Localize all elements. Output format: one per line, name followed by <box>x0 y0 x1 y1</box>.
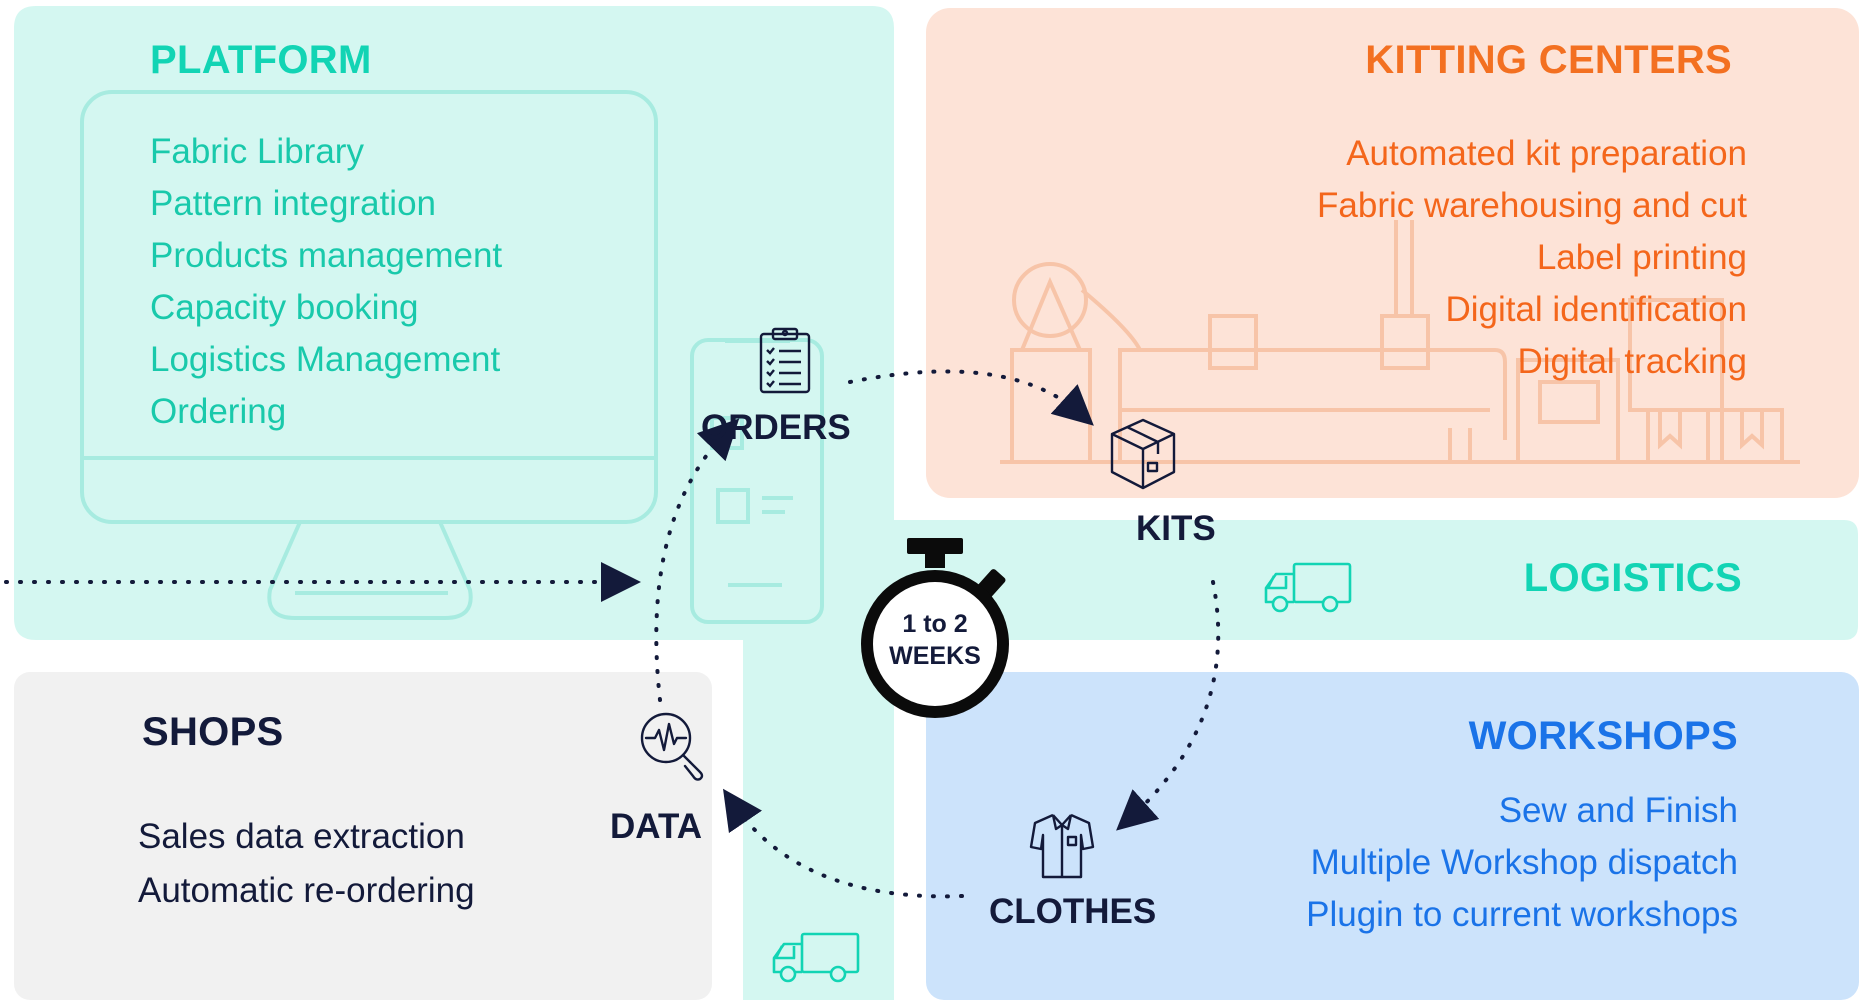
list-item: Label printing <box>1536 238 1747 277</box>
list-item: Fabric warehousing and cut <box>1317 186 1747 225</box>
clipboard-checklist-icon <box>759 327 811 394</box>
orders-label: ORDERS <box>701 408 851 447</box>
factory-outline <box>1000 220 1800 464</box>
shops-title: SHOPS <box>142 710 284 754</box>
list-item: Products management <box>150 236 503 275</box>
workshops-panel <box>926 672 1859 1000</box>
analytics-magnifier-icon <box>640 712 704 781</box>
shirt-icon <box>1029 813 1095 879</box>
timer-line-1: 1 to 2 <box>902 610 968 638</box>
box-icon <box>1110 418 1176 490</box>
kits-to-clothes-arrow <box>1116 580 1221 831</box>
list-item: Ordering <box>150 392 287 431</box>
shops-panel <box>14 672 712 1000</box>
list-item: Logistics Management <box>150 340 501 379</box>
list-item: Plugin to current workshops <box>1306 895 1738 934</box>
timer-label: 1 to 2 WEEKS <box>860 608 1010 672</box>
kitting-centers-title: KITTING CENTERS <box>1365 38 1732 82</box>
truck-icon <box>772 932 860 983</box>
logistics-title: LOGISTICS <box>1523 556 1742 600</box>
platform-panel <box>14 6 1858 1000</box>
clothes-to-data-arrow <box>722 788 964 899</box>
list-item: Sales data extraction <box>138 817 465 856</box>
kitting-feature-list: Automated kit preparation Fabric warehou… <box>1317 128 1747 388</box>
kits-label: KITS <box>1136 509 1216 548</box>
monitor-outline <box>80 90 658 620</box>
list-item: Sew and Finish <box>1498 791 1738 830</box>
list-item: Multiple Workshop dispatch <box>1310 843 1738 882</box>
data-to-orders-arrow <box>654 418 740 702</box>
timer-line-2: WEEKS <box>889 642 981 670</box>
workshops-feature-list: Sew and Finish Multiple Workshop dispatc… <box>1306 785 1738 941</box>
platform-title: PLATFORM <box>150 38 372 82</box>
list-item: Automated kit preparation <box>1346 134 1747 173</box>
kitting-panel <box>926 8 1859 498</box>
orders-to-kits-arrow <box>848 369 1094 426</box>
list-item: Automatic re-ordering <box>138 871 475 910</box>
stopwatch-icon <box>861 538 1009 718</box>
list-item: Digital identification <box>1445 290 1747 329</box>
list-item: Pattern integration <box>150 184 437 223</box>
platform-feature-list: Fabric Library Pattern integration Produ… <box>150 126 502 438</box>
workshops-title: WORKSHOPS <box>1468 714 1738 758</box>
truck-icon <box>1264 562 1352 613</box>
list-item: Fabric Library <box>150 132 364 171</box>
data-label: DATA <box>610 807 703 846</box>
list-item: Capacity booking <box>150 288 419 327</box>
shops-feature-list: Sales data extraction Automatic re-order… <box>138 810 475 918</box>
clothes-label: CLOTHES <box>989 892 1157 931</box>
list-item: Digital tracking <box>1517 342 1747 381</box>
